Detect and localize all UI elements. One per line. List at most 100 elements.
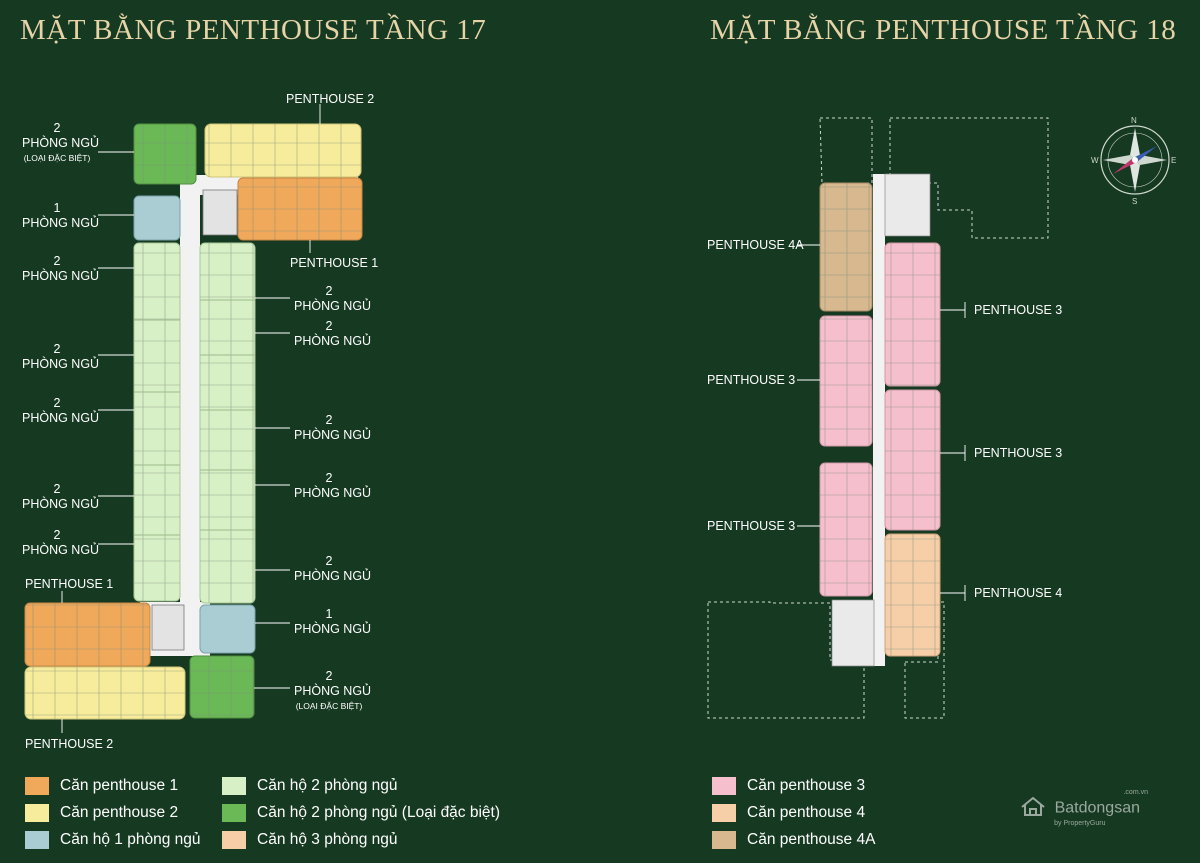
label-penthouse3-left-2: PENTHOUSE 3 — [707, 519, 796, 533]
label-2br-left-3: 2 PHÒNG NGỦ — [22, 396, 99, 426]
legend-swatch — [25, 803, 49, 822]
label-number: 1 — [53, 201, 61, 215]
legend-label: Căn penthouse 4A — [747, 830, 876, 848]
label-penthouse4a: PENTHOUSE 4A — [707, 238, 804, 252]
floor17-plan — [24, 104, 363, 733]
label-2br-left-5: 2 PHÒNG NGỦ — [22, 528, 99, 558]
label-text: PHÒNG NGỦ — [22, 497, 100, 511]
corridor-18 — [873, 174, 885, 666]
legend-label: Căn penthouse 3 — [747, 776, 866, 794]
label-text: PHÒNG NGỦ — [294, 622, 372, 636]
compass-s: S — [1132, 197, 1137, 206]
label-penthouse3-right-2: PENTHOUSE 3 — [974, 446, 1063, 460]
legend-label: Căn penthouse 1 — [60, 776, 179, 794]
label-penthouse4: PENTHOUSE 4 — [974, 586, 1063, 600]
label-text: PHÒNG NGỦ — [294, 569, 372, 583]
floor18-title: MẶT BẰNG PENTHOUSE TẦNG 18 — [710, 14, 1177, 46]
stair-core-bottom — [151, 604, 185, 651]
legend-label: Căn hộ 3 phòng ngủ — [257, 830, 398, 848]
legend-swatch — [712, 803, 736, 822]
label-penthouse2-bottom: PENTHOUSE 2 — [25, 737, 114, 751]
legend-label: Căn hộ 2 phòng ngủ (Loại đặc biệt) — [257, 803, 501, 821]
legend-item-penthouse3: Căn penthouse 3 — [712, 772, 875, 799]
label-number: 2 — [53, 528, 61, 542]
label-text: PHÒNG NGỦ — [294, 684, 372, 698]
label-number: 2 — [325, 319, 333, 333]
legend-item-penthouse4a: Căn penthouse 4A — [712, 826, 875, 853]
label-penthouse3-left-1: PENTHOUSE 3 — [707, 373, 796, 387]
compass-w: W — [1091, 156, 1099, 165]
label-number: 2 — [325, 284, 333, 298]
watermark-domain: .com.vn — [1123, 789, 1148, 796]
label-text: PHÒNG NGỦ — [22, 543, 100, 557]
legend-floor18: Căn penthouse 3 Căn penthouse 4 Căn pent… — [712, 772, 875, 853]
legend-item-2br: Căn hộ 2 phòng ngủ — [222, 772, 500, 799]
legend-swatch — [222, 776, 246, 795]
label-text: PHÒNG NGỦ — [294, 299, 372, 313]
unit-1br-left — [133, 195, 181, 241]
legend-floor17-col2: Căn hộ 2 phòng ngủ Căn hộ 2 phòng ngủ (L… — [222, 772, 500, 853]
label-2br-special-top: 2 PHÒNG NGỦ (LOẠI ĐẶC BIỆT) — [22, 121, 99, 166]
label-number: 2 — [53, 121, 61, 135]
legend-item-penthouse1: Căn penthouse 1 — [25, 772, 200, 799]
label-2br-right-2: 2 PHÒNG NGỦ — [294, 319, 371, 349]
label-penthouse3-right-1: PENTHOUSE 3 — [974, 303, 1063, 317]
legend-label: Căn hộ 1 phòng ngủ — [60, 830, 201, 848]
label-2br-right-5: 2 PHÒNG NGỦ — [294, 554, 371, 584]
watermark-brand: Batdongsan — [1054, 799, 1140, 817]
label-text: PHÒNG NGỦ — [294, 486, 372, 500]
label-2br-left-1: 2 PHÒNG NGỦ — [22, 254, 99, 284]
label-number: 2 — [53, 396, 61, 410]
floor17-title: MẶT BẰNG PENTHOUSE TẦNG 17 — [20, 14, 487, 46]
label-penthouse1-bottom: PENTHOUSE 1 — [25, 577, 114, 591]
legend-swatch — [712, 776, 736, 795]
label-sub: (LOẠI ĐẶC BIỆT) — [23, 153, 91, 163]
label-number: 1 — [325, 607, 333, 621]
label-penthouse2-top: PENTHOUSE 2 — [286, 92, 375, 106]
watermark-tagline: by PropertyGuru — [1054, 820, 1106, 827]
legend-label: Căn penthouse 2 — [60, 803, 179, 821]
floor18-plan — [707, 117, 1049, 719]
core-top-18 — [884, 173, 931, 237]
label-number: 2 — [325, 413, 333, 427]
legend-label: Căn hộ 2 phòng ngủ — [257, 776, 398, 794]
label-sub: (LOẠI ĐẶC BIỆT) — [295, 701, 363, 711]
legend-item-3br: Căn hộ 3 phòng ngủ — [222, 826, 500, 853]
label-1br-right: 1 PHÒNG NGỦ — [294, 607, 371, 637]
legend-item-penthouse2: Căn penthouse 2 — [25, 799, 200, 826]
label-1br-left: 1 PHÒNG NGỦ — [22, 201, 99, 231]
label-number: 2 — [325, 554, 333, 568]
core-bottom-18 — [831, 599, 875, 667]
house-logo-icon — [1020, 795, 1046, 822]
legend-swatch — [222, 830, 246, 849]
label-penthouse1-top: PENTHOUSE 1 — [290, 256, 379, 270]
compass-e: E — [1171, 156, 1176, 165]
legend-item-penthouse4: Căn penthouse 4 — [712, 799, 875, 826]
label-number: 2 — [53, 482, 61, 496]
label-text: PHÒNG NGỦ — [294, 428, 372, 442]
label-text: PHÒNG NGỦ — [22, 411, 100, 425]
label-text: PHÒNG NGỦ — [22, 136, 100, 150]
legend-swatch — [712, 830, 736, 849]
label-text: PHÒNG NGỦ — [22, 357, 100, 371]
compass-icon: N E S W — [1091, 116, 1176, 206]
watermark: Batdongsan .com.vn by PropertyGuru — [1020, 789, 1148, 827]
unit-1br-right — [199, 604, 256, 654]
legend-label: Căn penthouse 4 — [747, 803, 866, 821]
label-number: 2 — [53, 342, 61, 356]
label-text: PHÒNG NGỦ — [22, 216, 100, 230]
label-2br-right-3: 2 PHÒNG NGỦ — [294, 413, 371, 443]
label-2br-left-4: 2 PHÒNG NGỦ — [22, 482, 99, 512]
legend-item-2br-special: Căn hộ 2 phòng ngủ (Loại đặc biệt) — [222, 799, 500, 826]
label-text: PHÒNG NGỦ — [294, 334, 372, 348]
corridor — [180, 175, 200, 615]
legend-swatch — [222, 803, 246, 822]
label-number: 2 — [53, 254, 61, 268]
label-2br-special-bottom: 2 PHÒNG NGỦ (LOẠI ĐẶC BIỆT) — [294, 669, 371, 714]
label-number: 2 — [325, 669, 333, 683]
compass-n: N — [1131, 116, 1137, 125]
legend-swatch — [25, 830, 49, 849]
label-2br-right-4: 2 PHÒNG NGỦ — [294, 471, 371, 501]
stair-core-top — [202, 189, 238, 236]
